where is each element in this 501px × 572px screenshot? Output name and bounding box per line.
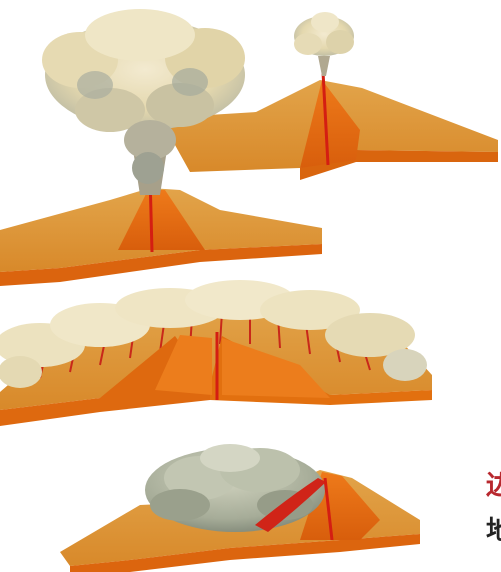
lava-dome [145,444,325,532]
edge-character-top: 边 [486,473,501,499]
edge-character-bottom: 地 [486,518,501,544]
panel-explosive-eruption [0,9,498,286]
panel-fissure-eruption [0,280,432,426]
back-ash-plume [294,12,354,76]
panel-lava-dome-eruption [60,444,420,572]
